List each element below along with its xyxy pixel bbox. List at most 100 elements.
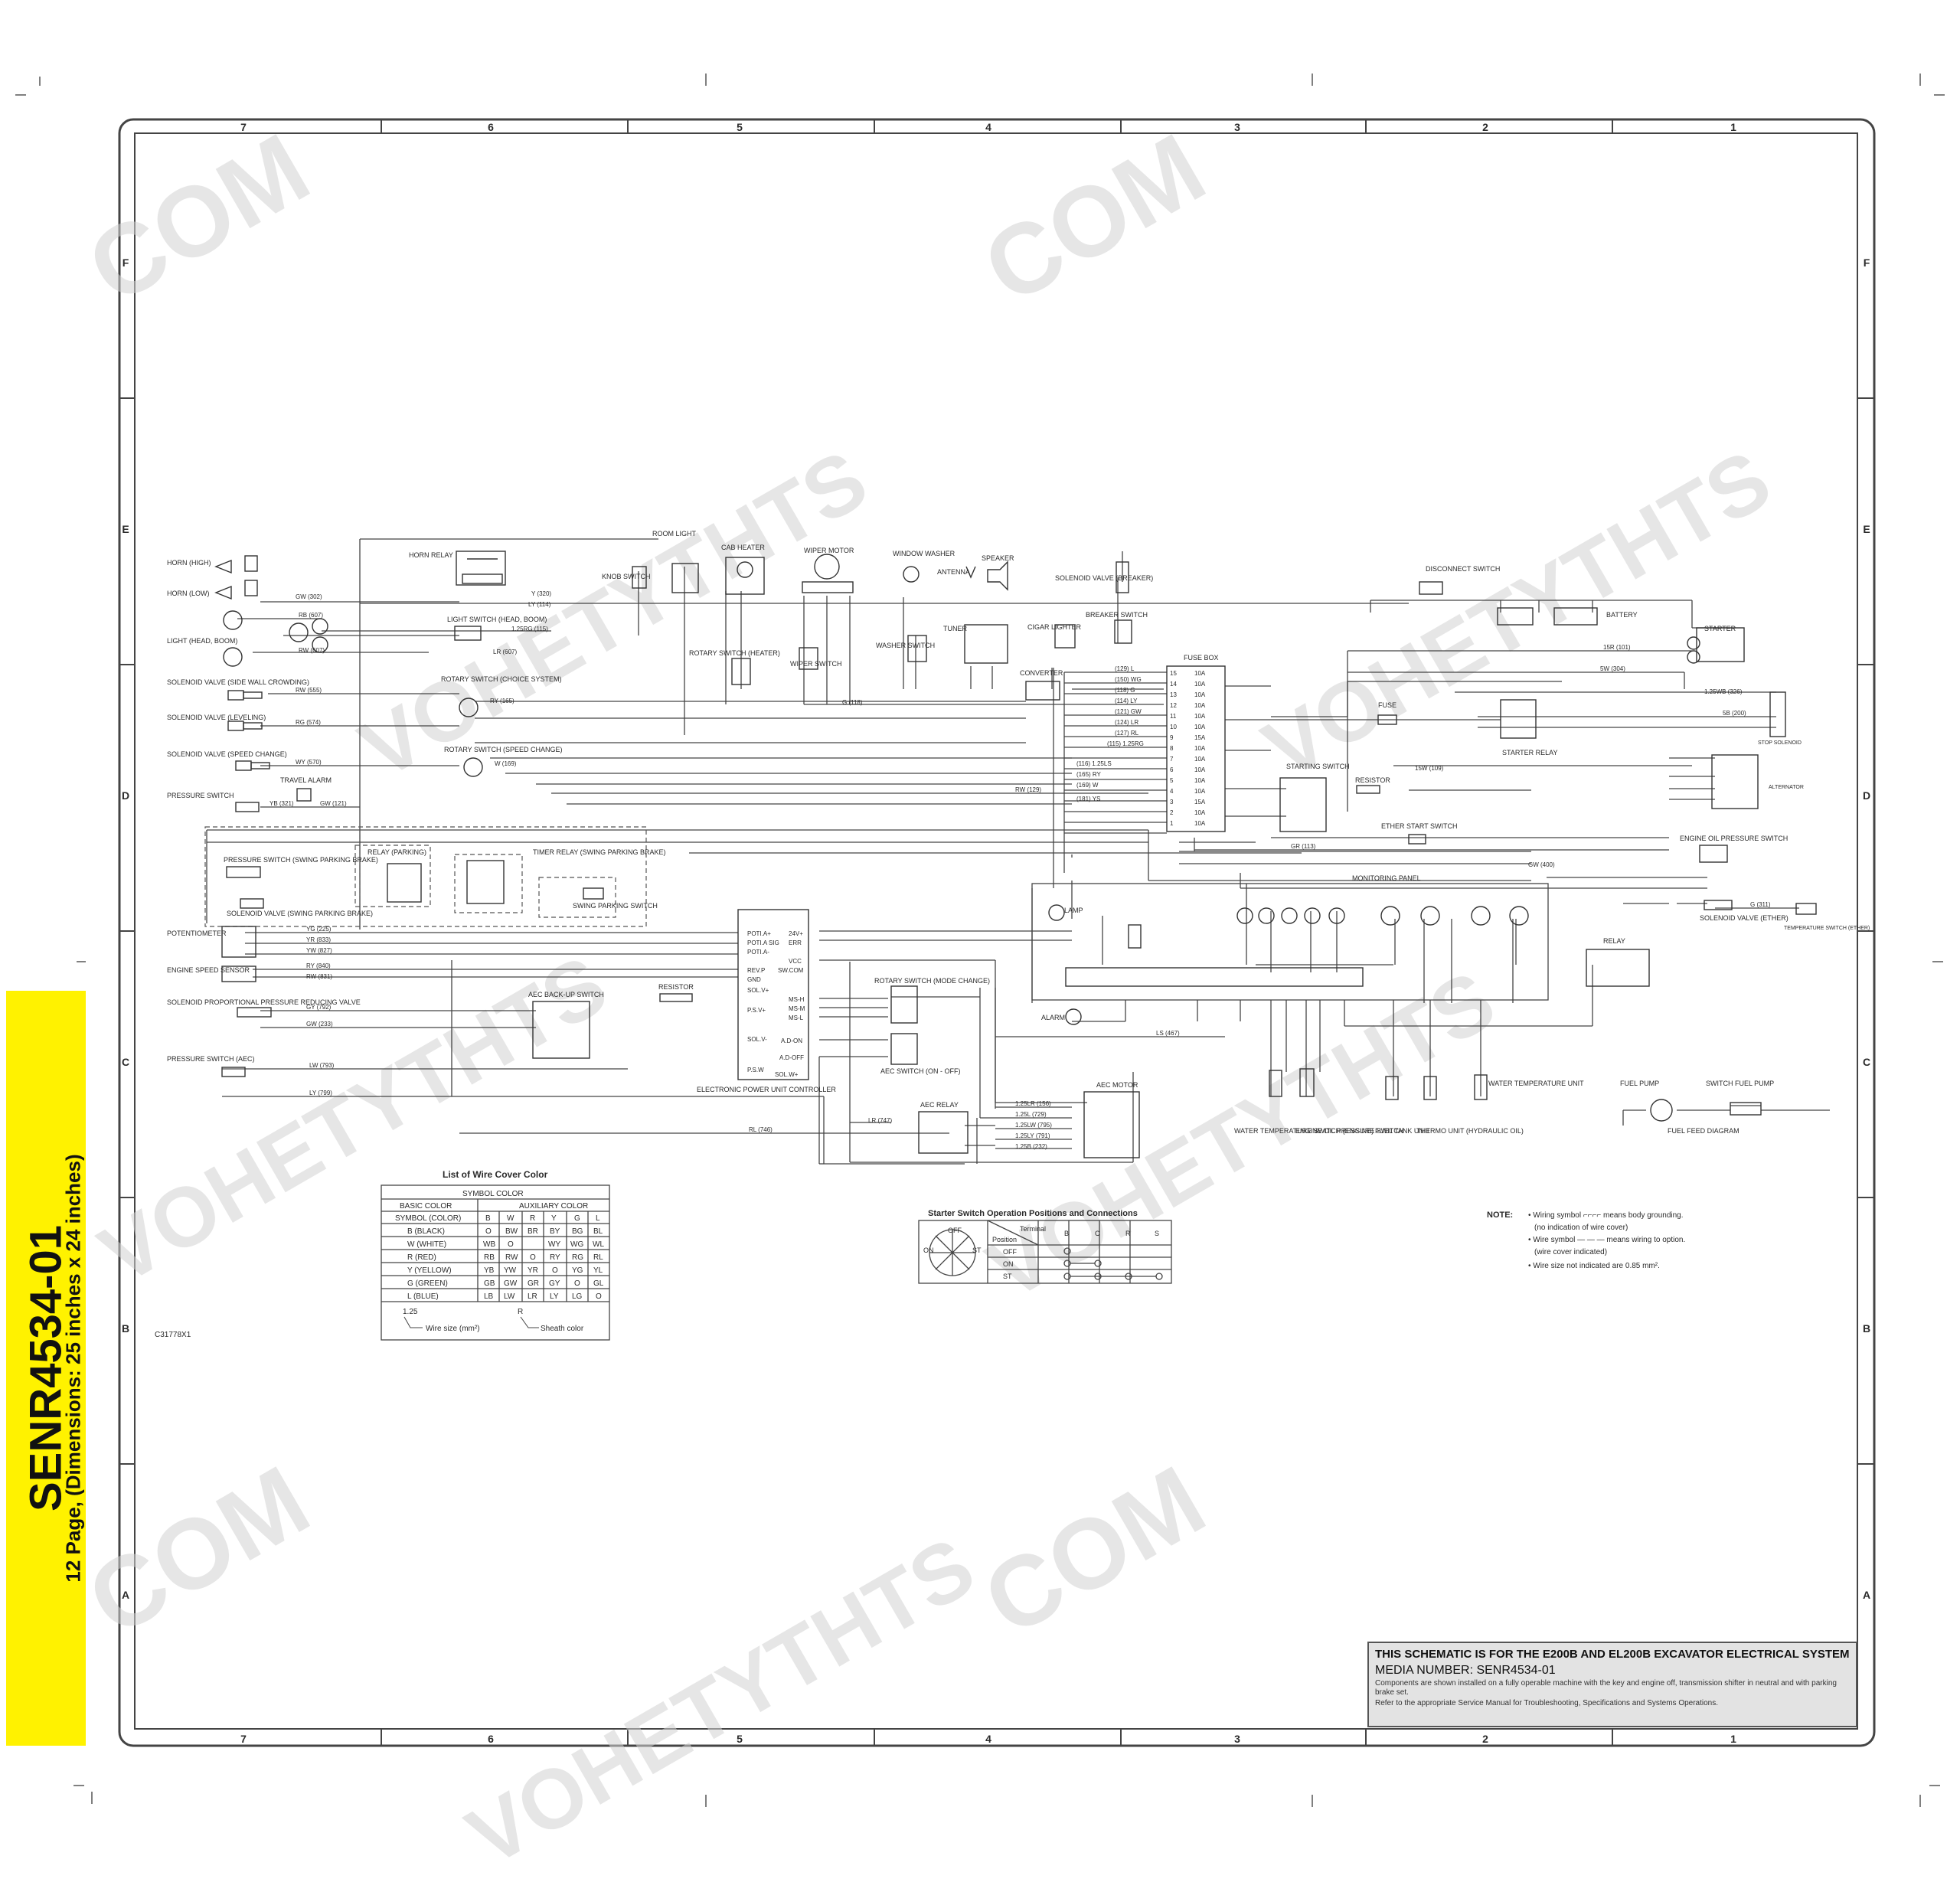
- cell: RW: [505, 1253, 518, 1262]
- label-switch-fuel-pump: SWITCH FUEL PUMP: [1706, 1080, 1774, 1087]
- cell: RL: [593, 1253, 603, 1262]
- watermark: VOHETYTHTS: [452, 1520, 990, 1882]
- col-label: 6: [488, 1733, 494, 1745]
- drawing-frame: [118, 118, 1876, 1747]
- speaker-icon: [987, 560, 1008, 591]
- swing-switch-icon: [583, 887, 604, 900]
- fuse-wire: (165) RY: [1076, 771, 1102, 778]
- label-epc: ELECTRONIC POWER UNIT CONTROLLER: [697, 1086, 836, 1093]
- wire-label: GW (233): [306, 1021, 333, 1028]
- heater-switch-icon: [731, 658, 751, 685]
- fuse-wire: (150) WG: [1115, 676, 1142, 683]
- wire-label: YB (321): [270, 800, 294, 807]
- col-label: 4: [985, 121, 991, 133]
- cell: WB: [483, 1240, 495, 1249]
- fuse-rating: 10A: [1194, 713, 1206, 720]
- wire-label: YW (827): [306, 947, 332, 954]
- horn-relay-icon: [456, 551, 506, 586]
- label-room-light: ROOM LIGHT: [652, 530, 697, 537]
- wire-cover-table: List of Wire Cover Color SYMBOL COLOR BA…: [381, 1169, 610, 1341]
- cell: LR: [528, 1292, 537, 1301]
- label-aec-backup: AEC BACK-UP SWITCH: [528, 991, 604, 998]
- cell: LB: [484, 1292, 494, 1301]
- cell: WL: [593, 1240, 604, 1249]
- label-timer-relay: TIMER RELAY (SWING PARKING BRAKE): [533, 848, 666, 856]
- cell: LY: [550, 1292, 559, 1301]
- row-label: F: [122, 256, 129, 269]
- cell: BL: [593, 1227, 603, 1236]
- epc-pin: MS-L: [789, 1015, 804, 1021]
- starter-switch-table: Starter Switch Operation Positions and C…: [918, 1209, 1172, 1284]
- cell: BW: [505, 1227, 518, 1236]
- epc-pin: SOL.W+: [775, 1071, 799, 1078]
- cell: O: [508, 1240, 514, 1249]
- label-wiper-motor: WIPER MOTOR: [804, 547, 854, 554]
- wire-label: WY (570): [296, 759, 322, 766]
- media-sidebar: SENR4534-01 12 Page, (Dimensions: 25 inc…: [6, 991, 86, 1746]
- label-antenna: ANTENNA: [937, 568, 970, 576]
- epc-pin: POTI.A+: [747, 930, 771, 937]
- col-label: 6: [488, 121, 494, 133]
- hdr: W: [507, 1214, 514, 1223]
- water-temp-unit-icon: [1474, 1074, 1488, 1100]
- rotary-switch-icon: [459, 698, 479, 717]
- battery-icon: [1553, 607, 1598, 626]
- wire-label: LR (607): [493, 649, 517, 655]
- option-wiring: [204, 826, 647, 930]
- watermark: COM: [70, 112, 327, 325]
- epc-pin: P.S.W: [747, 1067, 764, 1073]
- wire-label: 1.25LR (156): [1015, 1100, 1051, 1107]
- label-alternator: ALTERNATOR: [1769, 785, 1804, 790]
- col-label: 2: [1482, 1733, 1488, 1745]
- cell: W (WHITE): [407, 1240, 446, 1249]
- fuse-no: 14: [1170, 681, 1177, 688]
- label-starter-relay: STARTER RELAY: [1502, 749, 1558, 756]
- breaker-solenoid-icon: [1116, 561, 1129, 593]
- label-window-washer: WINDOW WASHER: [893, 550, 956, 557]
- solenoid-icon: [227, 720, 244, 731]
- label-relay-parking: RELAY (PARKING): [368, 848, 426, 856]
- epc-pin: A.D-ON: [781, 1037, 802, 1044]
- fuel-pump-switch-icon: [1730, 1102, 1762, 1116]
- label-monitoring-panel: MONITORING PANEL: [1352, 874, 1421, 882]
- fuse-no: 1: [1170, 820, 1174, 827]
- pressure-switch-icon: [235, 802, 260, 812]
- label-swing-switch: SWING PARKING SWITCH: [573, 902, 658, 910]
- epc-pin: P.S.V+: [747, 1007, 766, 1014]
- oil-pressure-icon: [1699, 845, 1728, 863]
- cell: O: [552, 1266, 558, 1275]
- label-washer-switch: WASHER SWITCH: [876, 642, 935, 649]
- room-light-icon: [671, 563, 699, 593]
- label-cab-heater: CAB HEATER: [721, 544, 765, 551]
- epc-icon: [737, 909, 809, 1080]
- watermark: COM: [965, 112, 1223, 325]
- fuse-wire: (169) W: [1076, 782, 1099, 789]
- fuse-no: 10: [1170, 724, 1177, 730]
- cell: RY: [550, 1253, 560, 1262]
- label-ether-start: ETHER START SWITCH: [1381, 822, 1458, 830]
- relay-icon: [1586, 949, 1650, 987]
- starting-switch-icon: [1279, 777, 1327, 832]
- cell: GY: [549, 1279, 560, 1288]
- starter-relay-icon: [1500, 699, 1537, 739]
- label-aec-switch: AEC SWITCH (ON - OFF): [880, 1067, 961, 1075]
- wire-label: 15R (101): [1603, 644, 1631, 651]
- wire-label: 1.25B (232): [1015, 1143, 1047, 1150]
- col-label: 7: [240, 1733, 247, 1745]
- label-rotary-mode: ROTARY SWITCH (MODE CHANGE): [874, 977, 990, 985]
- title-block: THIS SCHEMATIC IS FOR THE E200B AND EL20…: [1367, 1642, 1857, 1727]
- title-note: Refer to the appropriate Service Manual …: [1375, 1699, 1719, 1707]
- fuse-no: 7: [1170, 756, 1174, 763]
- fuse-no: 8: [1170, 745, 1174, 752]
- rotary-switch-icon: [463, 757, 483, 777]
- watermark: VOHETYTHTS: [345, 433, 883, 797]
- fuse-no: 4: [1170, 788, 1174, 795]
- label-sol-leveling: SOLENOID VALVE (LEVELING): [167, 714, 266, 721]
- fuse-rating: 15A: [1194, 799, 1206, 805]
- col-label: 5: [737, 1733, 743, 1745]
- stop-solenoid-icon: [1769, 691, 1786, 737]
- ether-switch-icon: [1408, 834, 1426, 845]
- wire-label: 1.25LY (791): [1015, 1132, 1050, 1139]
- fuse-rating: 10A: [1194, 777, 1206, 784]
